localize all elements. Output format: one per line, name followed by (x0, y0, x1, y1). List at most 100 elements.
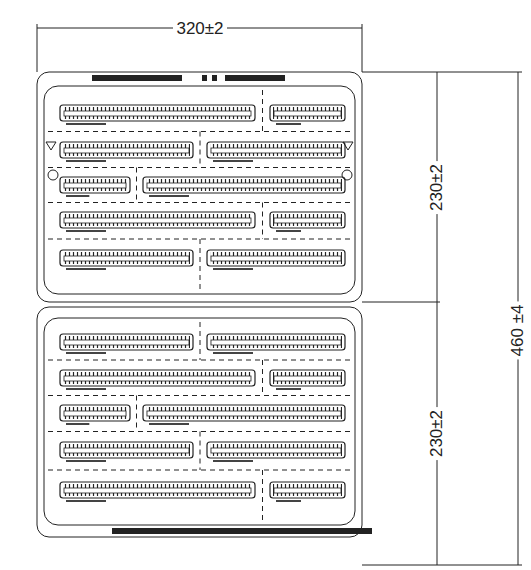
slot-opening (211, 340, 341, 345)
slot-opening (64, 411, 126, 416)
slot-mark (66, 500, 106, 502)
slot-opening (147, 411, 341, 416)
slot-opening (274, 218, 341, 223)
slot-mark (149, 423, 189, 425)
slot-teeth (63, 179, 127, 191)
slot-mark (66, 460, 106, 462)
connector-slot (143, 405, 345, 421)
slot-mark (66, 423, 89, 425)
slot-mark (66, 230, 106, 232)
connector-slot (60, 142, 193, 158)
slot-teeth (210, 252, 342, 264)
slot-mark (276, 388, 301, 390)
slot-teeth (273, 484, 342, 496)
cut-line (262, 470, 263, 522)
slot-opening (211, 448, 341, 453)
slot-opening (64, 111, 251, 116)
slot-opening (64, 218, 251, 223)
cut-line (48, 395, 352, 396)
cut-line (200, 132, 201, 168)
slot-teeth (146, 179, 342, 191)
connector-slot (270, 212, 345, 228)
connector-slot (60, 334, 193, 350)
slot-opening (64, 488, 251, 493)
slot-opening (64, 448, 189, 453)
slot-opening (274, 376, 341, 381)
slot-teeth (146, 407, 342, 419)
dimension-label: 320±2 (173, 20, 226, 37)
slot-teeth (63, 144, 190, 156)
slot-opening (64, 183, 126, 188)
connector-slot (207, 334, 345, 350)
slot-opening (64, 256, 189, 261)
dimension-label: 460 ±4 (510, 301, 527, 359)
cut-line (262, 90, 263, 132)
slot-mark (149, 195, 189, 197)
slot-opening (64, 376, 251, 381)
slot-mark (66, 352, 106, 354)
slot-mark (213, 268, 253, 270)
slot-teeth (210, 336, 342, 348)
slot-teeth (63, 407, 127, 419)
cut-line (262, 203, 263, 240)
connector-slot (143, 177, 345, 193)
slot-mark (66, 123, 106, 125)
connector-slot (207, 250, 345, 266)
slot-opening (147, 183, 341, 188)
connector-slot (60, 370, 255, 386)
slot-opening (64, 148, 189, 153)
slot-mark (66, 160, 106, 162)
cut-line (262, 360, 263, 396)
slot-teeth (273, 372, 342, 384)
cut-line (200, 239, 201, 290)
slot-teeth (63, 336, 190, 348)
slot-opening (274, 488, 341, 493)
cut-line (48, 470, 352, 471)
slot-teeth (63, 372, 252, 384)
cut-line (136, 396, 137, 432)
dimension-label: 230±2 (429, 406, 446, 459)
cut-line (48, 167, 352, 168)
connector-slot (60, 250, 193, 266)
connector-slot (270, 370, 345, 386)
slot-mark (213, 160, 253, 162)
connector-slot (60, 482, 255, 498)
slot-mark (276, 500, 301, 502)
connector-slot (207, 442, 345, 458)
connector-slot (60, 105, 255, 121)
slot-mark (213, 352, 253, 354)
dimension-label: 230±2 (429, 160, 446, 213)
slot-opening (211, 148, 341, 153)
slot-mark (66, 388, 106, 390)
slot-teeth (63, 484, 252, 496)
connector-slot (60, 405, 130, 421)
slot-teeth (273, 107, 342, 119)
slot-mark (276, 230, 301, 232)
slot-teeth (63, 107, 252, 119)
slot-opening (64, 340, 189, 345)
cut-line (200, 322, 201, 360)
slot-teeth (210, 144, 342, 156)
cut-line (136, 168, 137, 203)
connector-slot (60, 177, 130, 193)
slot-mark (213, 460, 253, 462)
connector-slot (270, 482, 345, 498)
slot-opening (274, 111, 341, 116)
slot-teeth (63, 252, 190, 264)
cut-line (48, 360, 352, 361)
connector-slot (270, 105, 345, 121)
slot-mark (66, 195, 89, 197)
slot-teeth (210, 444, 342, 456)
cut-line (200, 432, 201, 471)
connector-slot (60, 442, 193, 458)
slot-mark (276, 123, 301, 125)
slot-teeth (273, 214, 342, 226)
connector-slot (60, 212, 255, 228)
cut-line (48, 202, 352, 203)
slot-teeth (63, 444, 190, 456)
connector-slot (207, 142, 345, 158)
slot-opening (211, 256, 341, 261)
slot-mark (66, 268, 106, 270)
slot-teeth (63, 214, 252, 226)
